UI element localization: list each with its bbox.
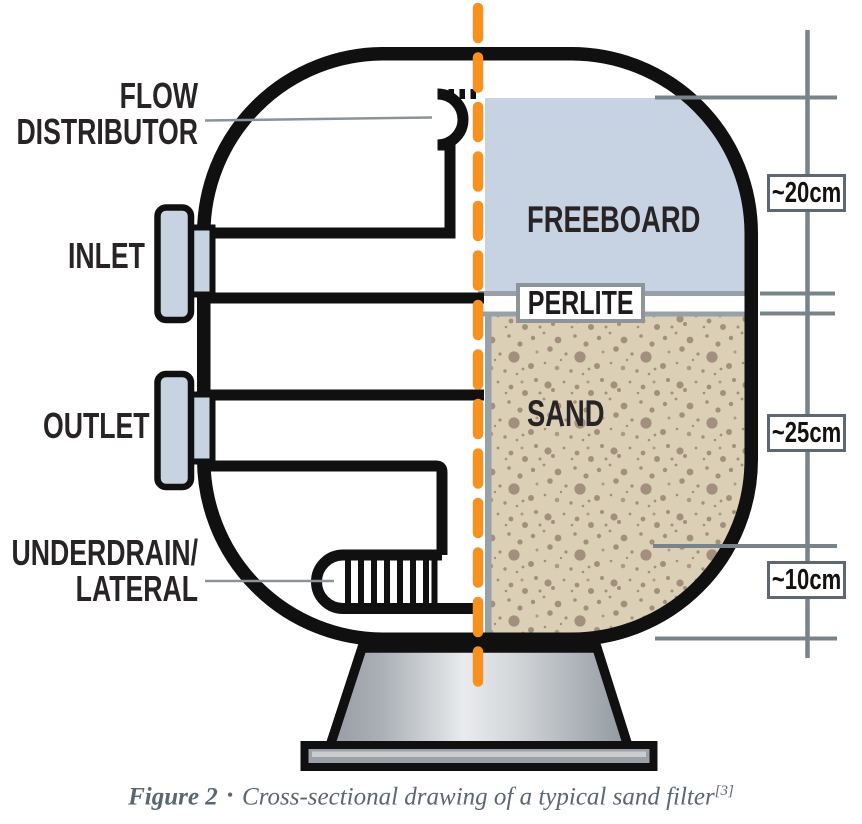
measurement-box-underdrain: ~10cm (767, 561, 846, 599)
measurement-value: ~10cm (771, 563, 842, 596)
label-perlite-text: PERLITE (527, 284, 634, 321)
label-inlet: INLET (68, 238, 172, 274)
measurement-box-sand: ~25cm (767, 414, 846, 452)
measurement-rail (653, 30, 837, 658)
flow-distributor-leader-line (204, 116, 433, 122)
freeboard-fill (485, 98, 746, 291)
figure-caption-bullet: • (226, 785, 234, 806)
label-flow-distributor: FLOW DISTRIBUTOR (0, 78, 198, 150)
measurement-box-freeboard: ~20cm (767, 174, 846, 212)
label-sand-text: SAND (527, 393, 605, 434)
figure-caption: Figure 2 • Cross-sectional drawing of a ty… (0, 783, 862, 811)
lateral-slots (345, 560, 438, 606)
label-flow-distributor-text: FLOW DISTRIBUTOR (16, 75, 198, 152)
label-freeboard-text: FREEBOARD (527, 199, 701, 240)
measurement-value: ~20cm (771, 176, 842, 209)
outlet-downpipe-wall (200, 460, 448, 555)
label-inlet-text: INLET (68, 235, 145, 276)
pipework (200, 88, 484, 614)
label-outlet: OUTLET (43, 408, 187, 444)
sand-speckles (491, 316, 746, 640)
label-outlet-text: OUTLET (43, 405, 150, 446)
label-sand: SAND (527, 395, 632, 432)
measurement-value: ~25cm (771, 416, 842, 449)
figure-caption-citation: [3] (714, 783, 734, 799)
base-plate-highlight (312, 751, 646, 757)
inlet-flange (154, 204, 195, 324)
sand-left-border (485, 316, 492, 640)
label-underdrain-lateral: UNDERDRAIN/ LATERAL (0, 535, 198, 607)
flow-distributor-pipe (200, 88, 469, 239)
label-underdrain-lateral-text: UNDERDRAIN/ LATERAL (11, 532, 199, 609)
figure-caption-label: Figure 2 (128, 783, 218, 811)
outlet-flange (154, 370, 195, 491)
figure-caption-text: Cross-sectional drawing of a typical san… (242, 783, 715, 811)
label-perlite-box: PERLITE (516, 283, 645, 323)
label-freeboard: FREEBOARD (527, 201, 761, 238)
tank-interior-layers (478, 98, 746, 640)
